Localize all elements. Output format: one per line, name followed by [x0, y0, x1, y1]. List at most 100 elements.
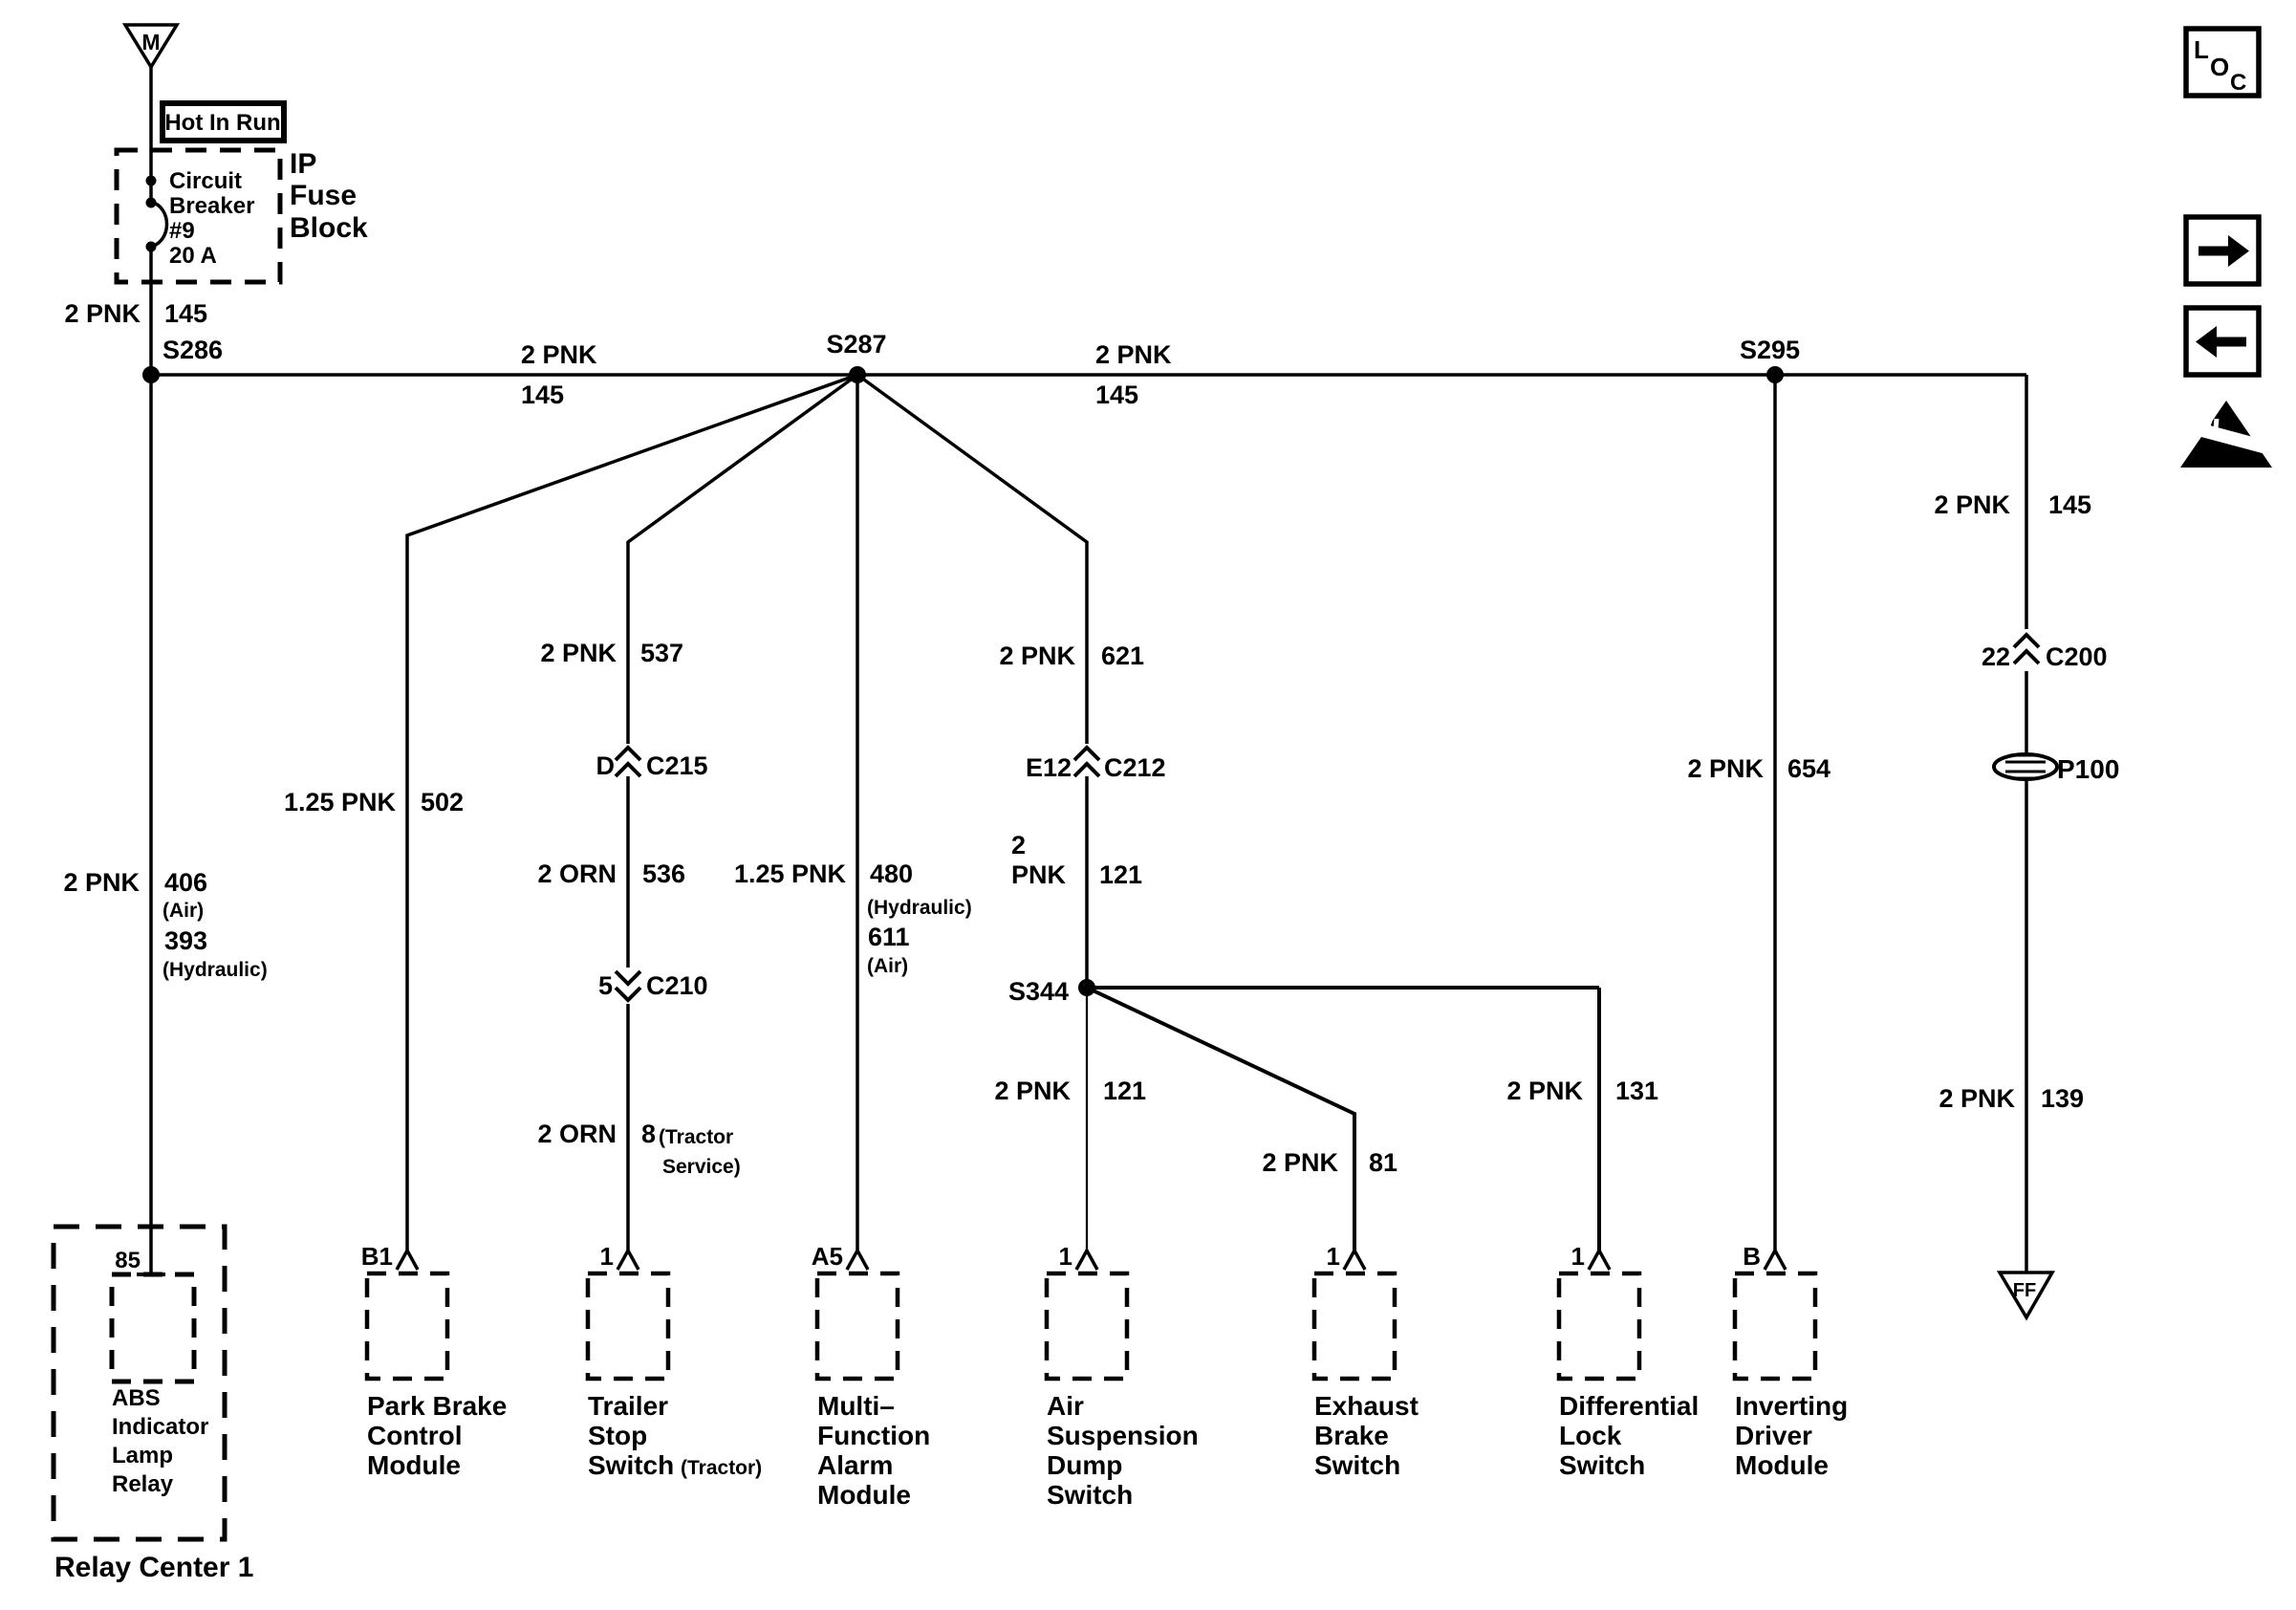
branch-circuit: 145 [2048, 490, 2091, 519]
bus1-circuit: 145 [521, 381, 564, 409]
ff139-circuit: 139 [2041, 1084, 2084, 1113]
module-name-line: Park Brake [367, 1391, 507, 1421]
loc-letter-c: C [2230, 70, 2246, 96]
p100-name: P100 [2057, 754, 2119, 784]
module-box [1732, 1271, 1818, 1382]
module-name-line: Switch [1559, 1450, 1645, 1480]
air-suspension-dump-switch: 1 Air Suspension Dump Switch [1044, 1242, 1199, 1510]
relay-name-line1: ABS [112, 1385, 161, 1411]
air121u-gauge-line1: 2 [1011, 831, 1026, 859]
connector-chevron-icon [614, 969, 642, 987]
fuse-block-name-line3: Block [290, 212, 368, 244]
air121l-gauge: 2 PNK [994, 1077, 1071, 1105]
module-name-line: Stop [588, 1421, 647, 1450]
ff-triangle-icon [1996, 1271, 2056, 1321]
relay-name-line4: Relay [112, 1471, 174, 1497]
trailer-wire-upper [626, 373, 859, 744]
module-box [814, 1271, 900, 1382]
inv654-circuit: 654 [1787, 754, 1830, 783]
fuse-block-name-line1: IP [290, 148, 316, 180]
diff131-circuit: 131 [1615, 1077, 1658, 1105]
arrow-left-icon [2196, 326, 2246, 358]
connector-chevron-icon [614, 986, 642, 1003]
pin-caret-icon [1763, 1247, 1787, 1271]
c212-pin: E12 [1026, 753, 1072, 782]
multi-circuit2: 611 [868, 923, 910, 951]
bus2-circuit: 145 [1095, 381, 1138, 409]
breaker-contact-dot [145, 241, 157, 252]
splice-label-s344: S344 [1008, 977, 1069, 1006]
hot-in-run-box [160, 100, 287, 143]
c200-pin: 22 [1982, 642, 2010, 671]
previous-page-button[interactable] [2183, 305, 2262, 378]
module-name-line: Dump [1047, 1450, 1122, 1480]
air121u-gauge-line2: PNK [1011, 860, 1067, 889]
c200-name: C200 [2046, 642, 2108, 671]
c212-name: C212 [1104, 753, 1166, 782]
park-brake-wire [405, 373, 858, 1251]
pin-label: 1 [600, 1242, 614, 1271]
air121l-circuit: 121 [1103, 1077, 1146, 1105]
module-box [1044, 1271, 1130, 1382]
module-name-line: Switch [1314, 1450, 1400, 1480]
breaker-line2: Breaker [169, 193, 254, 219]
splice-dot-s344 [1078, 979, 1095, 996]
ff-label: FF [2013, 1280, 2036, 1301]
hot-in-run-label: Hot In Run [164, 110, 280, 136]
bus2-gauge: 2 PNK [1095, 340, 1172, 369]
multi-gauge: 1.25 PNK [734, 859, 847, 888]
inverting-driver-module: B Inverting Driver Module [1732, 1242, 1848, 1480]
loc-indicator: L O C [2183, 26, 2262, 98]
abs-gauge: 2 PNK [63, 868, 140, 897]
connector-chevron-icon [2012, 632, 2041, 649]
module-name-line: Switch [1047, 1480, 1133, 1510]
relay-name-line2: Indicator [112, 1414, 208, 1440]
module-name-line: Module [1735, 1450, 1829, 1480]
air621-circuit: 621 [1101, 642, 1144, 670]
fuse-block-name-line2: Fuse [290, 180, 357, 211]
pin-label: B [1743, 1242, 1761, 1271]
next-page-button[interactable] [2183, 214, 2262, 287]
module-name-line: Lock [1559, 1421, 1622, 1450]
multi-note2: (Air) [867, 955, 908, 977]
module-name-line: Suspension [1047, 1421, 1199, 1450]
relay-center-box [51, 1224, 227, 1542]
relay-center-label: Relay Center 1 [54, 1552, 253, 1583]
connector-chevron-icon [2012, 648, 2041, 665]
bus-labels: 2 PNK 145 2 PNK 145 2 PNK 145 [521, 340, 2091, 519]
circuit-breaker-arc [150, 200, 169, 249]
p100-grommet-icon [1992, 752, 2059, 781]
air621-gauge: 2 PNK [999, 642, 1075, 670]
pin-caret-icon [1074, 1247, 1099, 1271]
inline-connectors: D C215 5 C210 E12 C212 22 C200 P100 [596, 632, 2119, 1003]
module-name-line: Differential [1559, 1391, 1699, 1421]
nav-icons: L O C [2166, 26, 2285, 468]
connector-chevron-icon [1072, 761, 1101, 778]
module-name-suffix: (Tractor) [681, 1457, 762, 1479]
park-circuit: 502 [421, 788, 464, 816]
splice-dot-s286 [142, 366, 160, 383]
exhaust-brake-switch: 1 Exhaust Brake Switch [1311, 1242, 1419, 1480]
branch-gauge: 2 PNK [1934, 490, 2010, 519]
module-name-line: Multi– [817, 1391, 895, 1421]
module-name-line: Function [817, 1421, 930, 1450]
abs-note: (Air) [162, 900, 204, 922]
splice-dot-s295 [1766, 366, 1784, 383]
module-name-line: Switch [588, 1450, 674, 1480]
breaker-line1: Circuit [169, 168, 242, 194]
pin-caret-icon [395, 1247, 420, 1271]
power-source: M Hot In Run Circuit Breaker #9 20 A IP … [64, 23, 368, 328]
pin-label: 1 [1327, 1242, 1340, 1271]
module-name-line: Brake [1314, 1421, 1389, 1450]
multi-function-alarm-module: A5 Multi– Function Alarm Module [812, 1242, 930, 1510]
module-name-line: Air [1047, 1391, 1084, 1421]
module-name-line: Inverting [1735, 1391, 1848, 1421]
ff139-gauge: 2 PNK [1939, 1084, 2015, 1113]
pin-label: 1 [1571, 1242, 1585, 1271]
park-gauge: 1.25 PNK [284, 788, 397, 816]
module-box [1311, 1271, 1397, 1382]
loc-letter-l: L [2194, 35, 2209, 64]
breaker-line4: 20 A [169, 243, 217, 269]
fuse-block-box [114, 147, 283, 285]
module-box [364, 1271, 450, 1382]
